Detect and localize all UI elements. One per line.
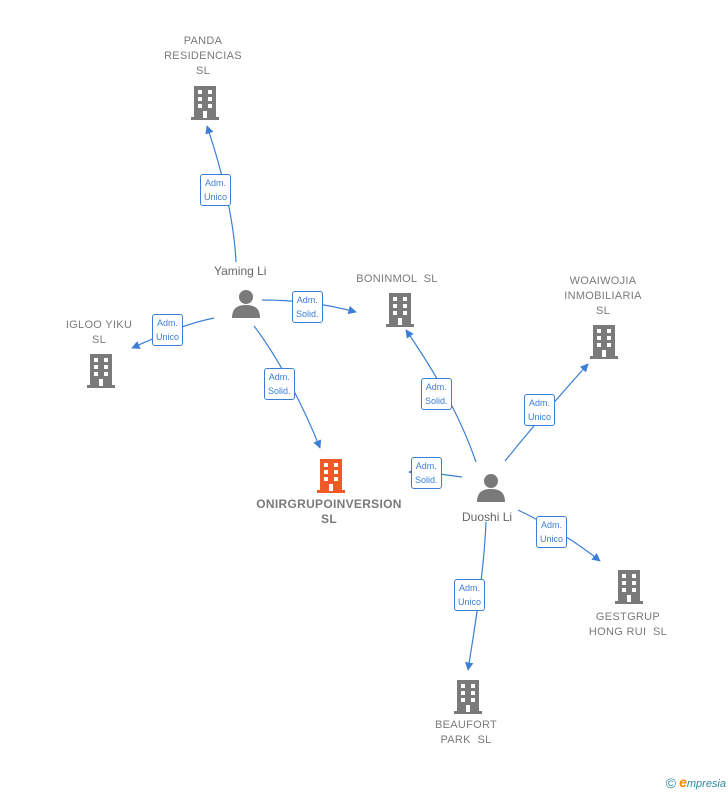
edge-label-duoshi-gestgrup: Adm. Unico bbox=[536, 516, 568, 548]
edge-label-yaming-boninmol: Adm. Solid. bbox=[292, 291, 323, 323]
gestgrup-building-icon[interactable] bbox=[615, 570, 643, 604]
company-gestgrup-label[interactable]: GESTGRUP HONG RUI SL bbox=[588, 611, 668, 638]
edge-label-yaming-onirgrupo: Adm. Solid. bbox=[264, 368, 295, 400]
company-onirgrupo-label[interactable]: ONIRGRUPOINVERSION SL bbox=[256, 497, 402, 526]
edge-label-duoshi-woaiwojia: Adm. Unico bbox=[524, 394, 556, 426]
footer-brand: ©empresia bbox=[666, 774, 726, 791]
panda-building-icon[interactable] bbox=[191, 86, 219, 120]
edge-label-yaming-igloo: Adm. Unico bbox=[152, 314, 184, 346]
copyright-icon: © bbox=[665, 775, 677, 791]
woaiwojia-building-icon[interactable] bbox=[590, 325, 618, 359]
edge-label-yaming-panda: Adm. Unico bbox=[200, 174, 232, 206]
company-woaiwojia-label[interactable]: WOAIWOJIA INMOBILIARIA SL bbox=[564, 275, 642, 317]
person-yaming-label[interactable]: Yaming Li bbox=[214, 264, 267, 278]
edge-label-duoshi-onirgrupo: Adm. Solid. bbox=[411, 457, 442, 489]
brand-initial: e bbox=[679, 774, 687, 790]
company-boninmol-label[interactable]: BONINMOL SL bbox=[356, 273, 438, 285]
company-beaufort-label[interactable]: BEAUFORT PARK SL bbox=[434, 719, 498, 746]
igloo-building-icon[interactable] bbox=[87, 354, 115, 388]
edge-label-duoshi-beaufort: Adm. Unico bbox=[454, 579, 486, 611]
duoshi-person-icon[interactable] bbox=[477, 474, 505, 502]
company-igloo-label[interactable]: IGLOO YIKU SL bbox=[65, 319, 133, 346]
beaufort-building-icon[interactable] bbox=[454, 680, 482, 714]
onirgrupo-building-icon[interactable] bbox=[317, 459, 345, 493]
boninmol-building-icon[interactable] bbox=[386, 293, 414, 327]
edge-label-duoshi-boninmol: Adm. Solid. bbox=[421, 378, 452, 410]
person-duoshi-label[interactable]: Duoshi Li bbox=[462, 510, 513, 524]
brand-name: mpresia bbox=[686, 778, 726, 790]
yaming-person-icon[interactable] bbox=[232, 290, 260, 318]
company-panda-label[interactable]: PANDA RESIDENCIAS SL bbox=[164, 35, 242, 77]
